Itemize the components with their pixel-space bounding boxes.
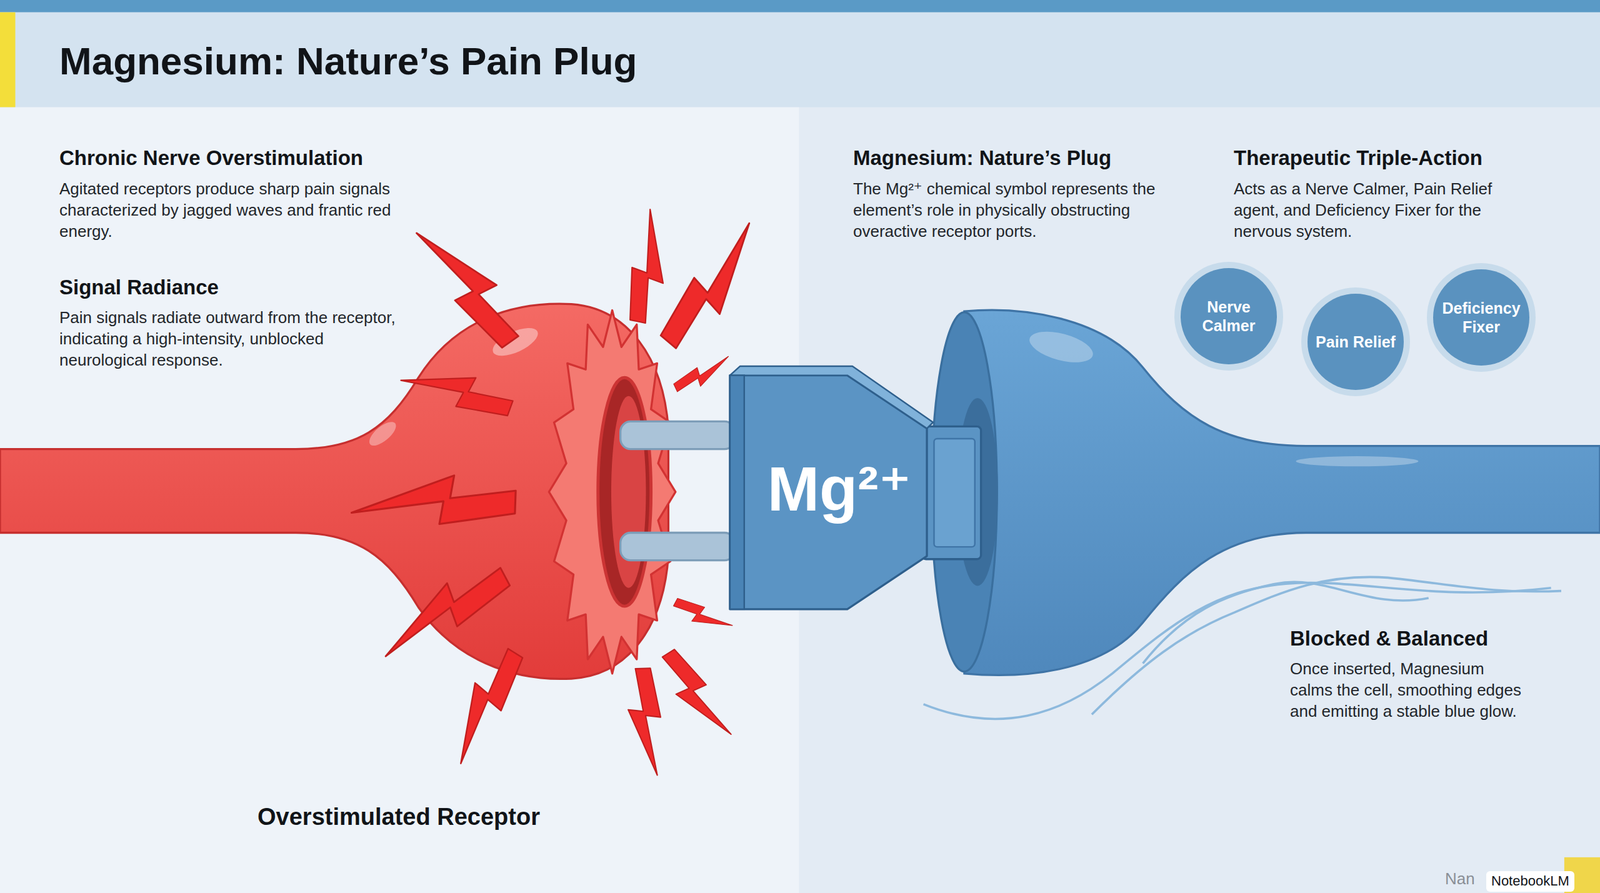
part-label: Overstimulated Receptor (211, 803, 587, 832)
action-circle: Pain Relief (1300, 286, 1411, 397)
node-text-group: Pain Relief (1315, 332, 1396, 352)
circle-label: Pain Relief (1315, 332, 1396, 352)
action-circle: Deficiency Fixer (1426, 262, 1537, 373)
section-heading: Signal Radiance (59, 275, 497, 300)
highlight (1026, 325, 1097, 369)
section-heading: Blocked & Balanced (1290, 626, 1578, 652)
watermark: Nan (1445, 868, 1475, 890)
section-body: Pain signals radiate outward from the re… (59, 306, 397, 371)
pain-bolt (651, 218, 777, 356)
pain-bolt (655, 645, 736, 748)
receptor-port (598, 377, 652, 607)
section-heading: Therapeutic Triple-Action (1233, 145, 1584, 171)
circle-label: Deficiency Fixer (1440, 298, 1522, 337)
plug-node: Mg²⁺ (726, 363, 989, 615)
section-body: Agitated receptors produce sharp pain si… (59, 178, 397, 242)
pain-bolt (626, 668, 663, 777)
element-symbol: Mg²⁺ (767, 454, 912, 524)
pain-bolt (368, 557, 515, 663)
pain-bolt (351, 471, 517, 527)
pain-bolt (671, 353, 735, 397)
pain-bolt (398, 353, 516, 424)
section-body: The Mg²⁺ chemical symbol represents the … (853, 178, 1207, 242)
pain-bolt (621, 208, 678, 325)
plug-prong (620, 421, 735, 449)
action-circle: Nerve Calmer (1173, 261, 1284, 372)
node-text-group: Mg²⁺ (767, 454, 912, 524)
pain-bolt (671, 594, 734, 640)
section-body: Acts as a Nerve Calmer, Pain Relief agen… (1233, 178, 1531, 242)
node-text-group: Nerve Calmer (1188, 297, 1270, 335)
left-panel (0, 0, 799, 893)
section-heading: Magnesium: Nature’s Plug (853, 145, 1229, 171)
top-bar (0, 0, 1600, 13)
pain-bolt (410, 212, 528, 355)
circle-label: Nerve Calmer (1188, 297, 1270, 335)
node-text-group: Deficiency Fixer (1440, 298, 1522, 337)
section-body: Once inserted, Magnesium calms the cell,… (1290, 658, 1528, 722)
highlight (365, 418, 400, 450)
plug-prong (620, 533, 735, 561)
circle-shape (1173, 261, 1284, 372)
circle-shape (1426, 262, 1537, 373)
starburst-rim (548, 310, 675, 674)
pain-bolt (435, 643, 532, 767)
title-band (0, 12, 1600, 108)
watermark: NotebookLM (1486, 871, 1575, 892)
highlight (1295, 456, 1419, 467)
title-text: Magnesium: Nature’s Pain Plug (59, 38, 637, 85)
section-heading: Chronic Nerve Overstimulation (59, 145, 497, 171)
accent-stripe (0, 12, 15, 108)
